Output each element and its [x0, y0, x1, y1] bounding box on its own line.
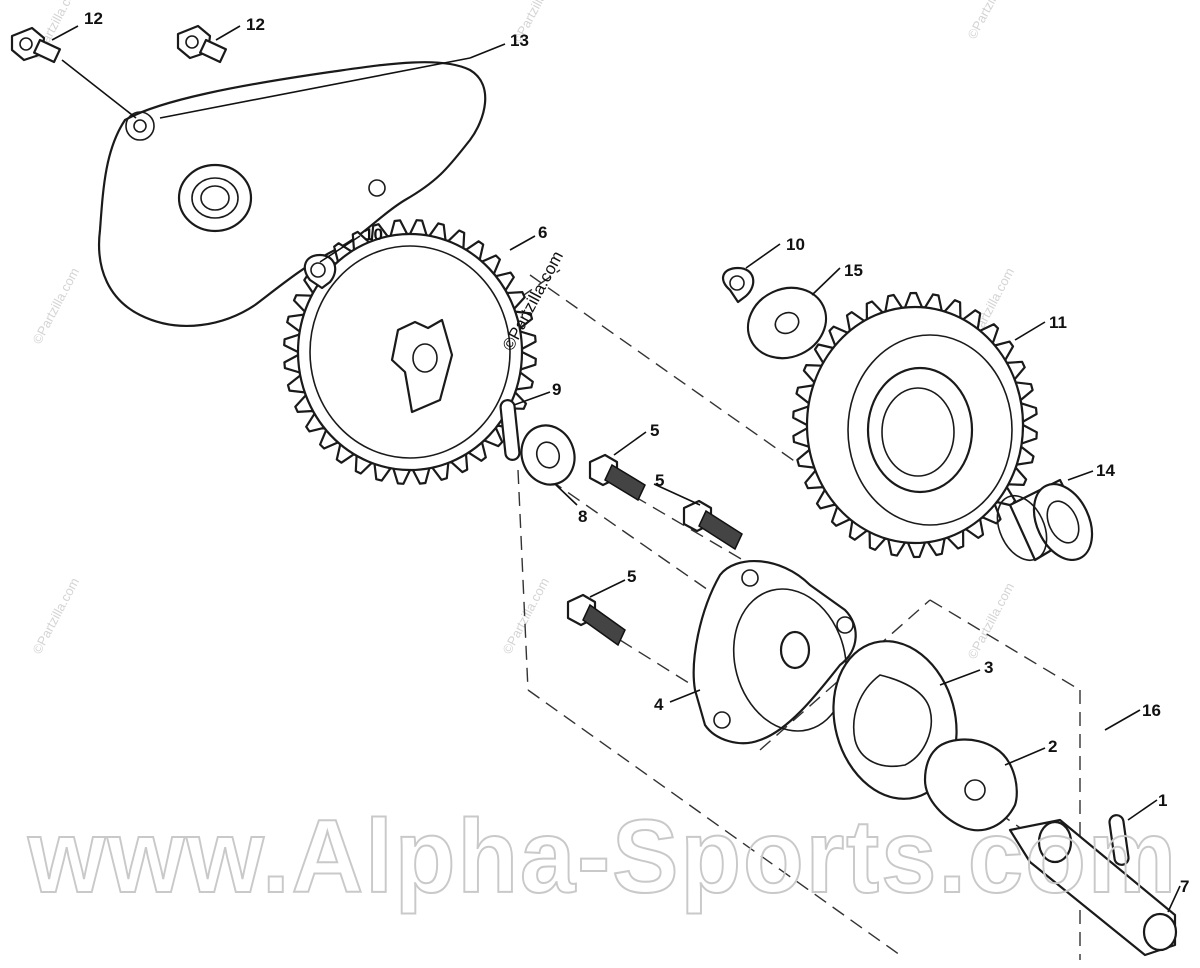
watermark-mid-lower: ©Partzilla.com [499, 575, 552, 656]
callout-4: 4 [654, 695, 664, 714]
callout-5-upper: 5 [650, 421, 659, 440]
pump-bolt-middle [682, 499, 743, 551]
oil-pump-drive-gear [283, 219, 537, 485]
callout-16: 16 [1142, 701, 1161, 720]
watermark-right-lower: ©Partzilla.com [964, 580, 1017, 661]
circlip-right [721, 266, 755, 304]
callout-10-right: 10 [786, 235, 805, 254]
idler-gear [792, 291, 1038, 559]
callout-6: 6 [538, 223, 547, 242]
inner-rotor [923, 738, 1018, 832]
leader-lines [51, 25, 1181, 913]
cover-bolt-right [176, 24, 228, 64]
callout-1: 1 [1158, 791, 1167, 810]
callout-12-left: 12 [84, 9, 103, 28]
callout-5-lower: 5 [627, 567, 636, 586]
callout-5-middle: 5 [655, 471, 664, 490]
callout-3: 3 [984, 658, 993, 677]
callout-2: 2 [1048, 737, 1057, 756]
callout-13: 13 [510, 31, 529, 50]
pump-shaft [1008, 818, 1178, 957]
watermark-left-upper: ©Partzilla.com [29, 265, 82, 346]
callout-15: 15 [844, 261, 863, 280]
thrust-washer [520, 424, 576, 486]
pump-bolt-lower [566, 593, 626, 647]
callout-8: 8 [578, 507, 587, 526]
outer-rotor [832, 640, 958, 800]
callout-numbers: 12 12 13 10 6 9 8 5 5 5 4 10 15 11 14 3 … [84, 9, 1189, 896]
dowel-pin [499, 399, 521, 461]
shaft-pin [1108, 814, 1130, 866]
callout-12-right: 12 [246, 15, 265, 34]
callout-14: 14 [1096, 461, 1115, 480]
pump-bolt-upper [588, 453, 646, 502]
cover-bolt-left [10, 26, 62, 64]
callout-10-left: 10 [364, 225, 383, 244]
needle-bearing [996, 478, 1094, 562]
callout-7: 7 [1180, 877, 1189, 896]
oil-pump-cover [692, 559, 857, 745]
circlip-left [303, 253, 337, 290]
gear-washer [746, 286, 828, 360]
alpha-sports-watermark: www.Alpha-Sports.com [27, 799, 1178, 915]
callout-11: 11 [1049, 313, 1067, 332]
watermark-left-lower: ©Partzilla.com [29, 575, 82, 656]
callout-9: 9 [552, 380, 561, 399]
watermark-top-right: ©Partzilla.com [964, 0, 1017, 41]
case-cover [98, 61, 487, 327]
